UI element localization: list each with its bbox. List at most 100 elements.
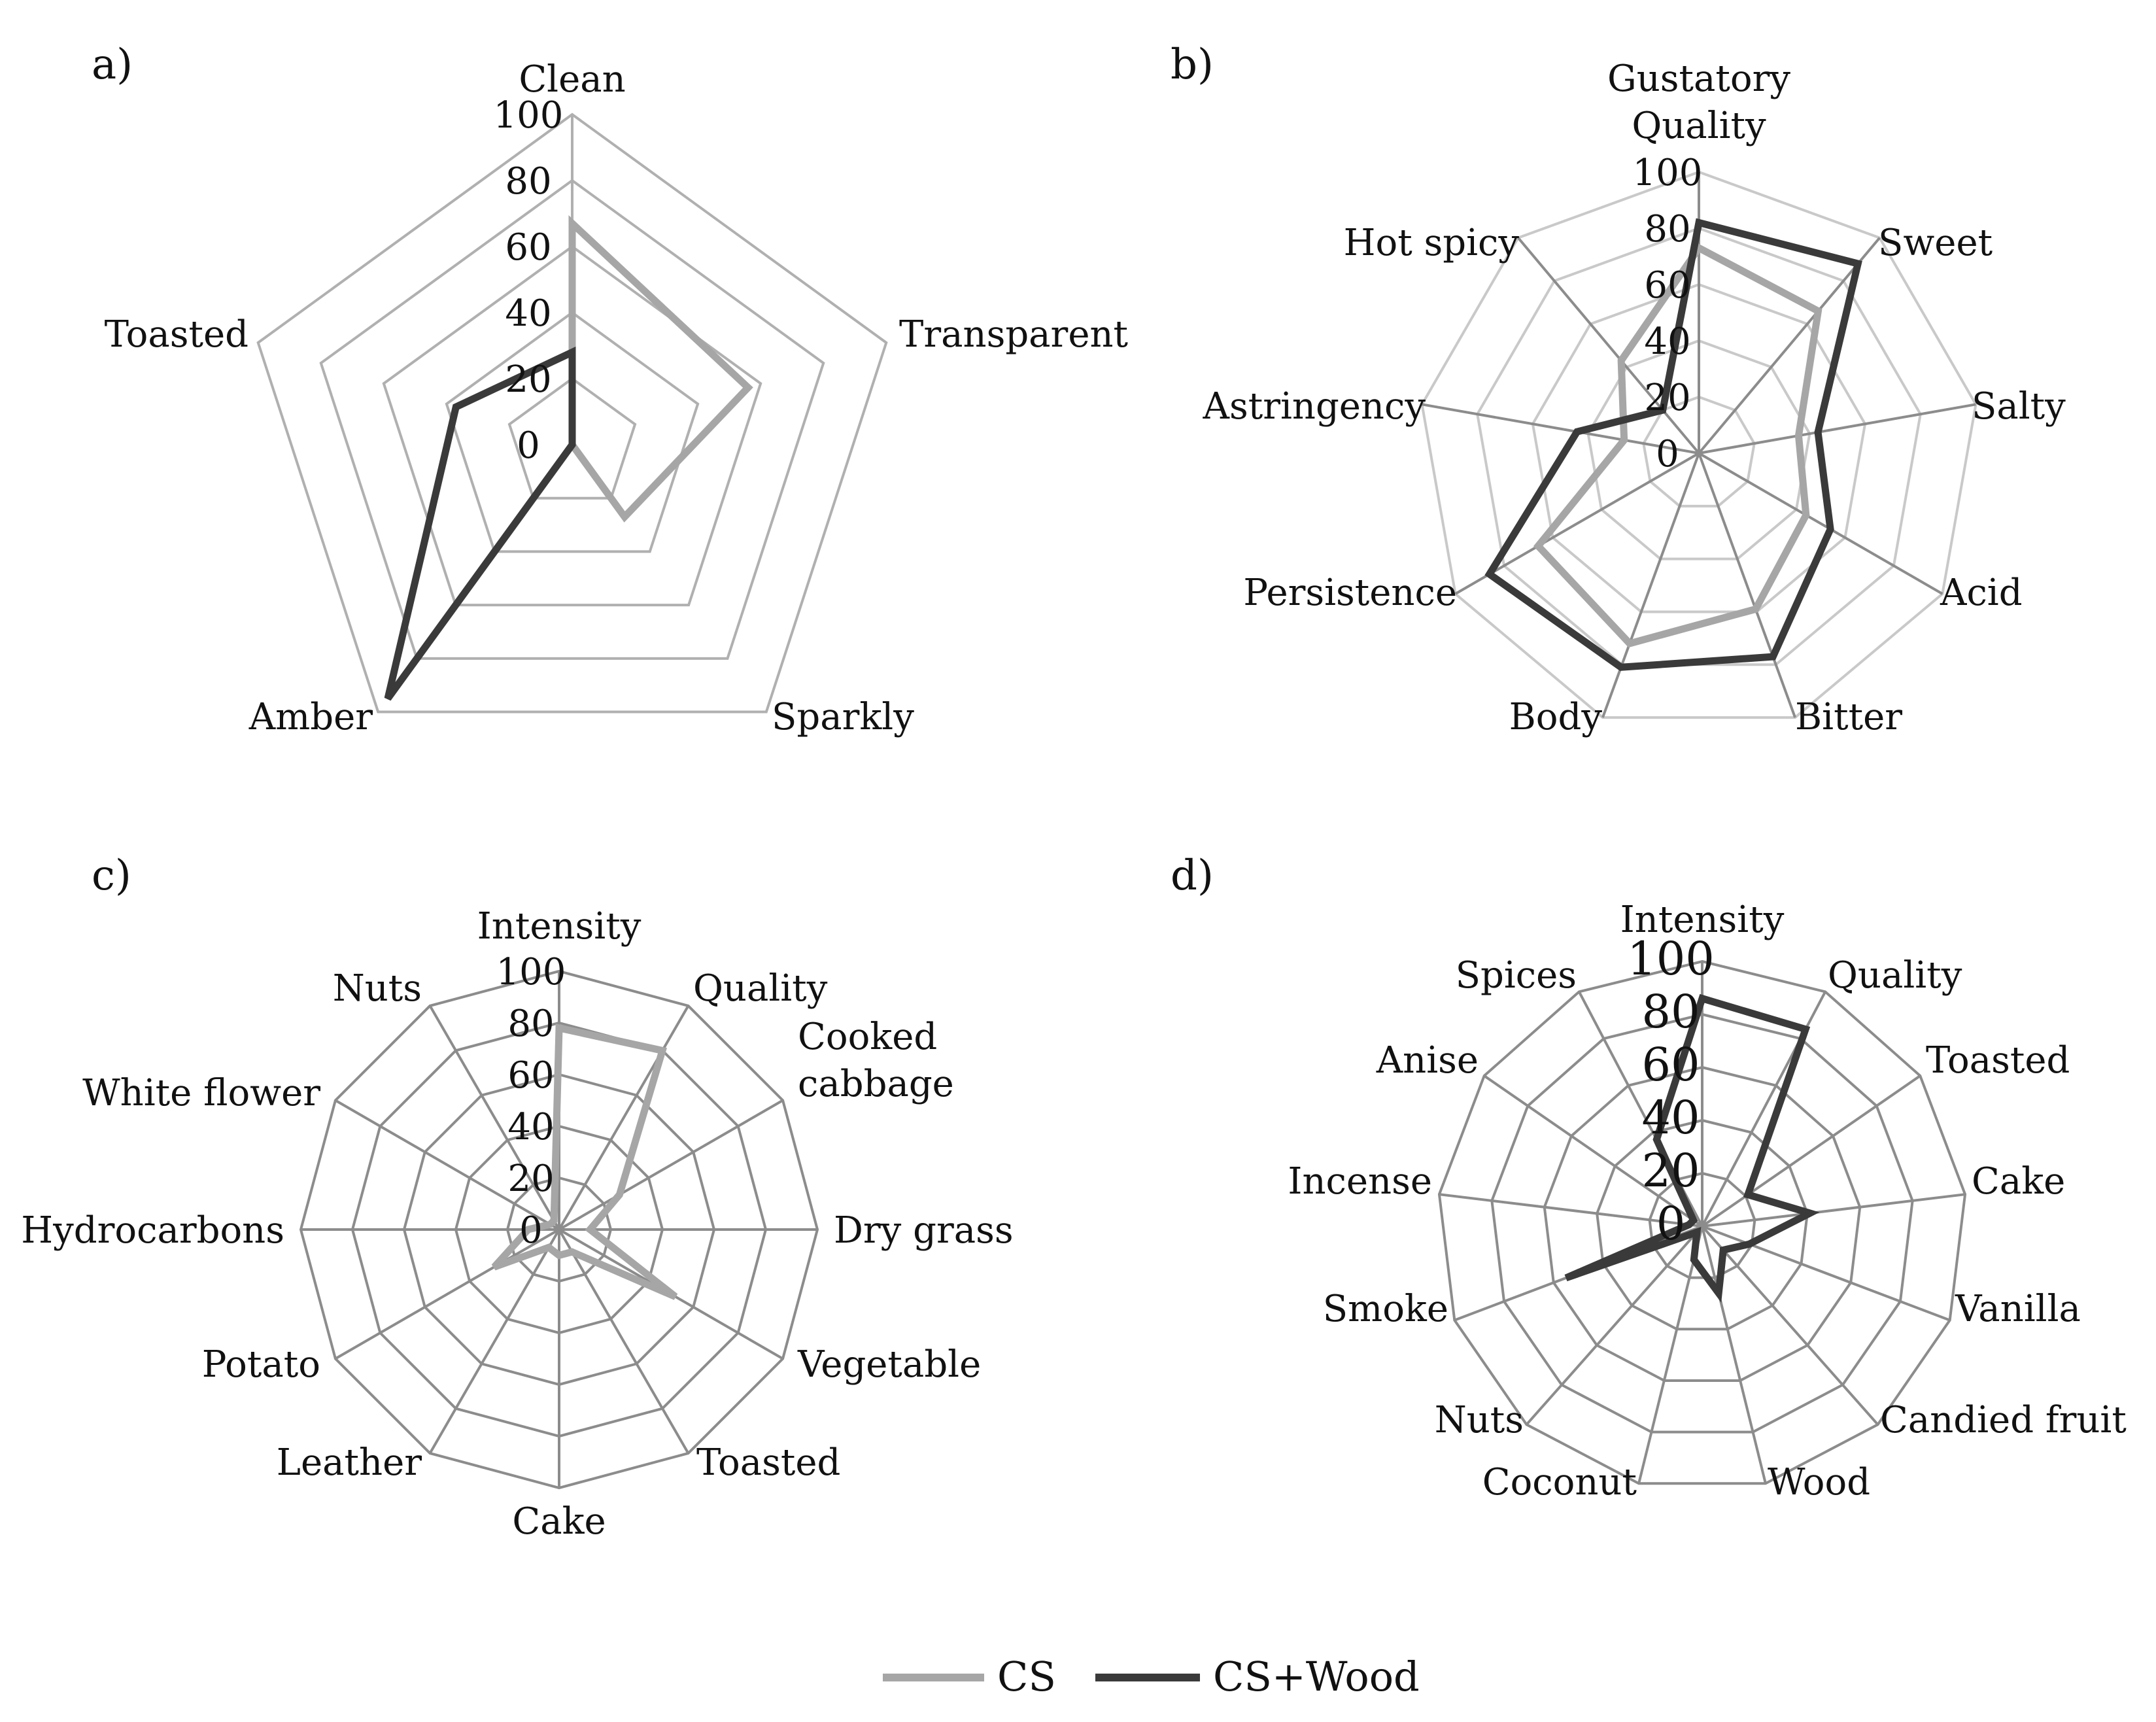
category-label-acid: Acid: [1940, 572, 2023, 614]
category-label-cake: Cake: [512, 1500, 606, 1543]
category-label-vegetable: Vegetable: [797, 1343, 981, 1386]
grid-ring: [382, 245, 762, 607]
tick-label: 100: [1633, 152, 1703, 194]
grid-ring: [1648, 1171, 1756, 1279]
axis-spoke: [1698, 453, 1796, 718]
tick-label: 80: [1644, 208, 1690, 250]
category-label-sweet: Sweet: [1878, 222, 1993, 264]
category-label-coconut: Coconut: [1482, 1461, 1637, 1504]
category-label-incense: Incense: [1288, 1160, 1432, 1203]
series-line-cs-wood: [1564, 993, 1820, 1303]
tick-label: 20: [1641, 1144, 1700, 1197]
category-label-salty: Salty: [1972, 385, 2066, 428]
category-label-white-flower: White flower: [82, 1072, 320, 1114]
tick-label: 40: [1641, 1091, 1700, 1145]
axis-spoke: [1698, 237, 1881, 455]
panel-label: a): [92, 41, 133, 89]
tick-label: 0: [1656, 1197, 1686, 1250]
series-line-cs-wood: [384, 346, 576, 701]
grid-ring: [507, 377, 637, 500]
category-label-intensity: Intensity: [1620, 899, 1785, 941]
grid-ring: [1596, 1118, 1809, 1331]
grid-ring: [1490, 1012, 1914, 1434]
category-label-gustatory-quality: Quality: [1632, 105, 1766, 147]
axis-spoke: [1701, 1226, 1767, 1484]
tick-label: 0: [1656, 433, 1679, 475]
axis-spoke: [1483, 1075, 1703, 1228]
axis-spoke: [428, 1005, 560, 1230]
legend: CS CS+Wood: [883, 1653, 1420, 1700]
category-label-leather: Leather: [277, 1441, 422, 1484]
tick-label: 60: [505, 226, 551, 269]
category-label-bitter: Bitter: [1795, 696, 1902, 738]
series-line-cs: [491, 1024, 678, 1300]
grid-ring: [1586, 339, 1811, 560]
category-label-quality: Quality: [1828, 954, 1962, 997]
category-label-intensity: Intensity: [477, 905, 642, 948]
category-label-hot-spicy: Hot spicy: [1344, 222, 1520, 264]
legend-label-cs-wood: CS+Wood: [1213, 1653, 1420, 1700]
axis-spoke: [1702, 1193, 1966, 1228]
axis-spoke: [558, 1005, 690, 1230]
tick-label: 100: [496, 951, 566, 993]
tick-label: 20: [1644, 377, 1690, 419]
radar-chart-b: b)020406080100GustatoryQualitySweetSalty…: [1171, 41, 2066, 738]
tick-label: 40: [507, 1106, 554, 1148]
axis-spoke: [1701, 1225, 1879, 1426]
axis-spoke: [334, 1228, 560, 1360]
category-label-nuts: Nuts: [1435, 1399, 1524, 1441]
category-label-body: Body: [1509, 696, 1603, 738]
category-label-gustatory-quality: Gustatory: [1607, 58, 1790, 100]
tick-label: 100: [1627, 932, 1715, 986]
tick-label: 60: [507, 1054, 554, 1097]
grid-ring: [1437, 959, 1967, 1485]
tick-label: 20: [505, 358, 551, 401]
axis-spoke: [1701, 1075, 1921, 1228]
category-label-toasted: Toasted: [696, 1441, 840, 1484]
legend-label-cs: CS: [997, 1653, 1056, 1700]
category-label-smoke: Smoke: [1323, 1288, 1448, 1330]
category-label-candied-fruit: Candied fruit: [1880, 1399, 2127, 1441]
category-label-transparent: Transparent: [899, 313, 1129, 356]
axis-spoke: [1702, 1225, 1951, 1322]
category-label-nuts: Nuts: [333, 967, 422, 1010]
category-label-clean: Clean: [519, 58, 625, 101]
axis-spoke: [558, 1229, 690, 1455]
radar-chart-d: d)020406080100IntensityQualityToastedCak…: [1171, 852, 2127, 1504]
category-label-hydrocarbons: Hydrocarbons: [21, 1209, 284, 1252]
series-line-cs: [568, 215, 753, 523]
category-label-sparkly: Sparkly: [772, 696, 914, 738]
tick-label: 80: [1641, 985, 1700, 1039]
category-label-persistence: Persistence: [1243, 572, 1457, 614]
tick-label: 40: [505, 292, 551, 335]
axis-spoke: [1439, 1193, 1703, 1228]
axis-spoke: [1698, 403, 1976, 455]
grid-ring: [1642, 395, 1756, 508]
category-label-amber: Amber: [248, 696, 373, 738]
category-label-cooked-cabbage: Cooked: [798, 1016, 937, 1058]
category-label-astringency: Astringency: [1203, 385, 1426, 428]
category-label-quality: Quality: [693, 967, 828, 1010]
tick-label: 20: [507, 1158, 554, 1200]
axis-spoke: [558, 1099, 784, 1231]
panel-label: c): [92, 852, 131, 900]
category-label-cooked-cabbage: cabbage: [798, 1063, 954, 1105]
tick-label: 0: [517, 424, 540, 467]
tick-label: 40: [1644, 320, 1690, 363]
radar-chart-c: c)020406080100IntensityQualityCookedcabb…: [21, 852, 1013, 1543]
axis-spoke: [1422, 403, 1700, 455]
grid-ring: [319, 179, 825, 660]
category-label-spices: Spices: [1456, 954, 1577, 997]
category-label-potato: Potato: [202, 1343, 320, 1386]
series-line-cs-wood: [1484, 218, 1862, 671]
axis-spoke: [1637, 1226, 1703, 1484]
radar-chart-a: a)020406080100CleanTransparentSparklyAmb…: [92, 41, 1129, 738]
panel-label: b): [1171, 41, 1214, 89]
category-label-wood: Wood: [1768, 1461, 1870, 1504]
axis-spoke: [1698, 452, 1943, 595]
tick-label: 80: [507, 1003, 554, 1045]
series-line-cs: [1533, 243, 1822, 648]
axis-spoke: [1517, 237, 1700, 455]
grid-ring: [445, 311, 700, 553]
